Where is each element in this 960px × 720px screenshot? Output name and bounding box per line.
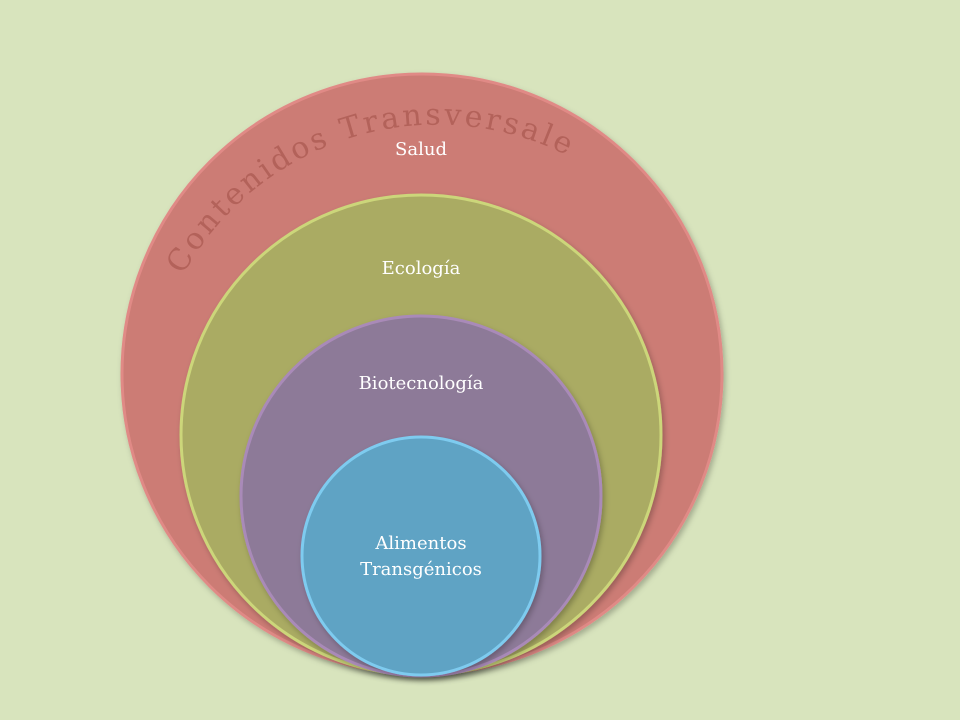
label-biotecnologia: Biotecnología [359,373,484,394]
label-alimentos: Alimentos [374,533,466,554]
label-transgenicos: Transgénicos [360,559,482,580]
label-ecologia: Ecología [382,258,461,279]
label-salud: Salud [395,139,447,160]
circle-alimentos-transgenicos [300,435,542,677]
